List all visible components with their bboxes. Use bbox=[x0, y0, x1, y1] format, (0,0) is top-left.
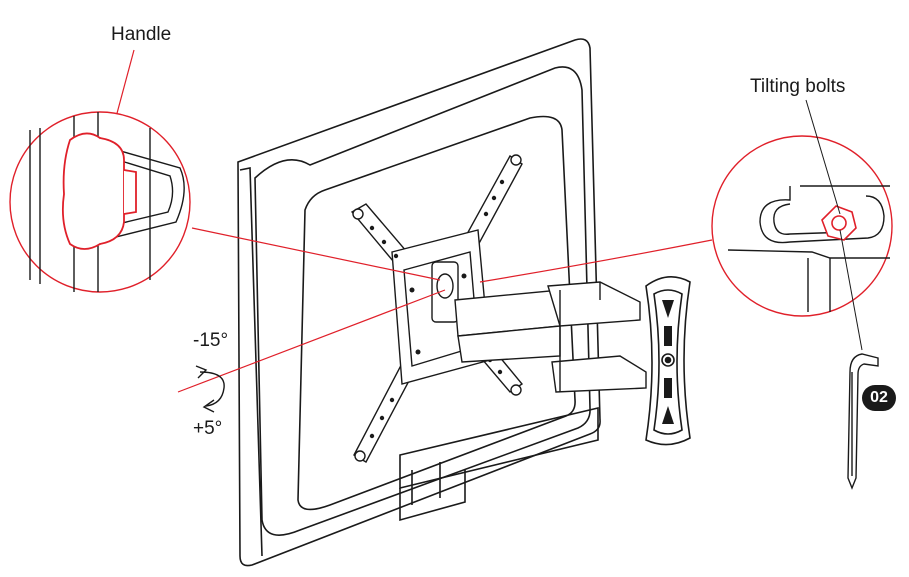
part-number-badge: 02 bbox=[862, 385, 896, 411]
tilt-up-angle-label: -15° bbox=[193, 330, 229, 351]
wall-plate bbox=[645, 276, 691, 446]
tilting-bolts-label: Tilting bolts bbox=[750, 76, 846, 97]
handle-magnifier bbox=[9, 111, 191, 293]
tilt-arrow-icon bbox=[195, 365, 225, 413]
tilting-bolts-magnifier bbox=[711, 99, 893, 351]
allen-key-icon bbox=[847, 353, 879, 490]
handle-label: Handle bbox=[111, 24, 172, 45]
callout-lines bbox=[111, 49, 713, 393]
articulating-arm bbox=[454, 281, 647, 393]
tilt-down-angle-label: +5° bbox=[193, 418, 223, 439]
